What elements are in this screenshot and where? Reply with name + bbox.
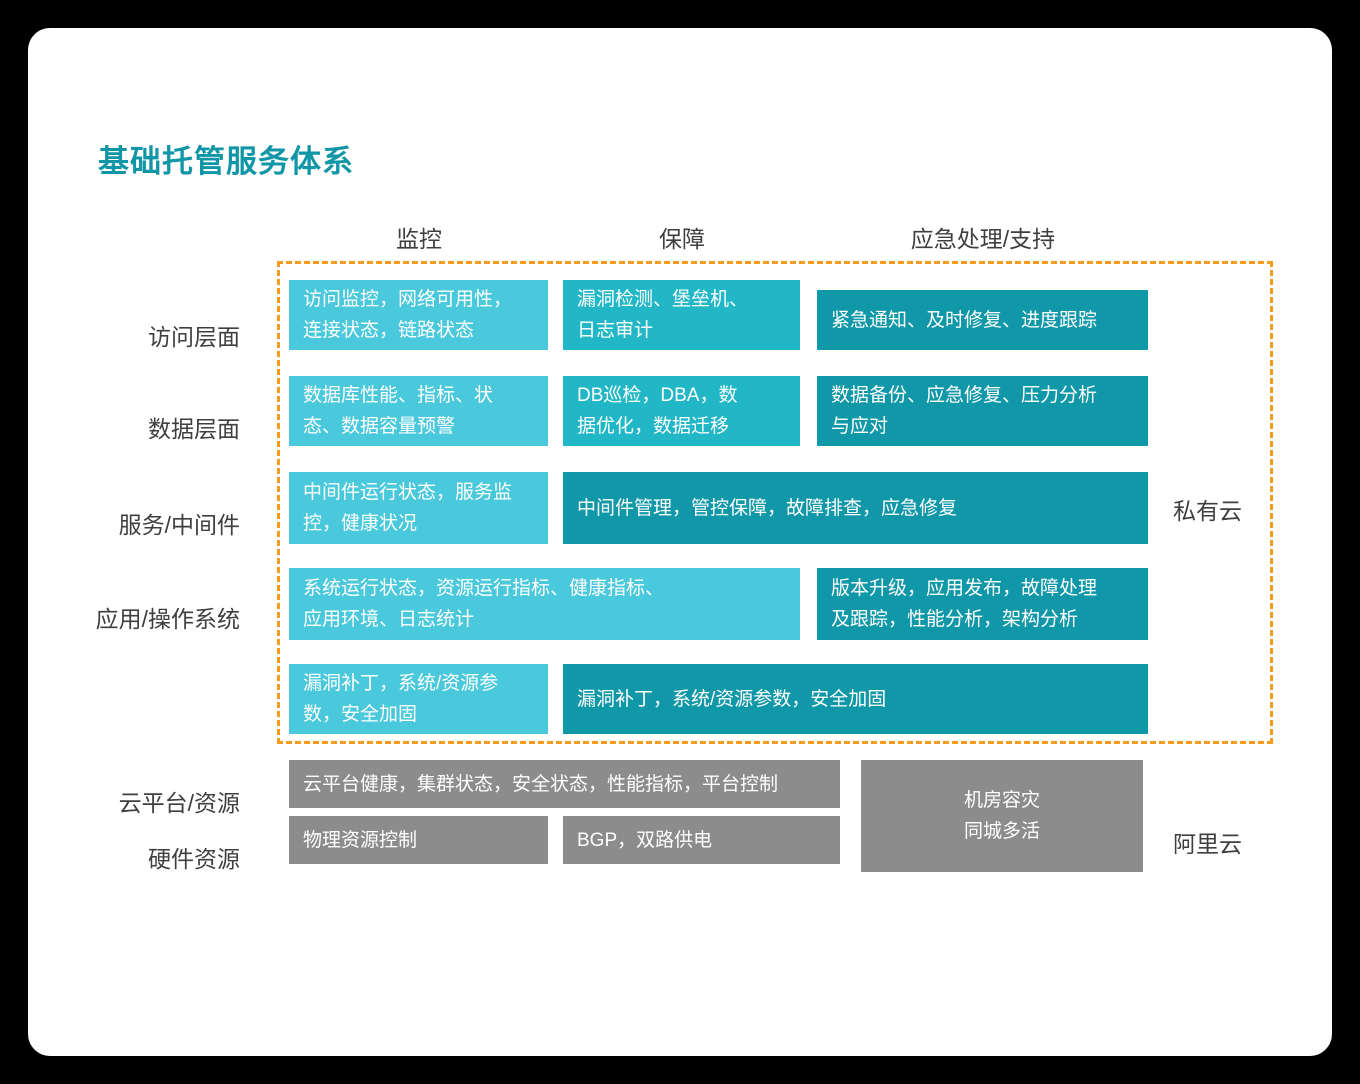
page-title: 基础托管服务体系 (98, 144, 354, 179)
cell-line: 及跟踪，性能分析，架构分析 (831, 609, 1079, 630)
cell-line: 与应对 (831, 416, 889, 437)
cell-line: 态、数据容量预警 (303, 416, 456, 437)
cell-line: 云平台健康，集群状态，安全状态，性能指标，平台控制 (303, 773, 779, 795)
row-label-hardware: 硬件资源 (148, 846, 240, 872)
cell-cloud-platform-monitoring[interactable]: 云平台健康，集群状态，安全状态，性能指标，平台控制 (289, 760, 840, 808)
cell-line: 数，安全加固 (303, 704, 418, 725)
row-label-access: 访问层面 (148, 324, 240, 350)
cell-line: 版本升级，应用发布，故障处理 (831, 578, 1098, 599)
cell-data-assurance[interactable]: DB巡检，DBA，数 据优化，数据迁移 (563, 376, 800, 446)
group-label-public-cloud: 阿里云 (1173, 831, 1242, 857)
cell-hardware-assurance[interactable]: BGP，双路供电 (563, 816, 840, 864)
cell-line: 同城多活 (963, 821, 1040, 842)
cell-line: 数据库性能、指标、状 (303, 385, 494, 406)
row-label-middleware: 服务/中间件 (118, 512, 240, 538)
cell-security-assurance-emergency[interactable]: 漏洞补丁，系统/资源参数，安全加固 (563, 664, 1148, 734)
private-cloud-region (277, 261, 1273, 744)
row-label-application: 应用/操作系统 (95, 606, 240, 632)
cell-line: 机房容灾 (963, 790, 1040, 811)
cell-data-monitoring[interactable]: 数据库性能、指标、状 态、数据容量预警 (289, 376, 548, 446)
cell-access-monitoring[interactable]: 访问监控，网络可用性， 连接状态，链路状态 (289, 280, 548, 350)
cell-line: 中间件运行状态，服务监 (303, 482, 513, 503)
row-label-data: 数据层面 (148, 416, 240, 442)
group-label-private-cloud: 私有云 (1173, 498, 1242, 524)
cell-line: 日志审计 (577, 320, 654, 341)
cell-line: DB巡检，DBA，数 (577, 385, 738, 406)
cell-application-emergency[interactable]: 版本升级，应用发布，故障处理 及跟踪，性能分析，架构分析 (817, 568, 1148, 640)
cell-line: 漏洞检测、堡垒机、 (577, 289, 749, 310)
cell-data-emergency[interactable]: 数据备份、应急修复、压力分析 与应对 (817, 376, 1148, 446)
cell-middleware-monitoring[interactable]: 中间件运行状态，服务监 控，健康状况 (289, 472, 548, 544)
cell-security-monitoring[interactable]: 漏洞补丁，系统/资源参 数，安全加固 (289, 664, 548, 734)
cell-line: 连接状态，链路状态 (303, 320, 475, 341)
cell-access-assurance[interactable]: 漏洞检测、堡垒机、 日志审计 (563, 280, 800, 350)
cell-line: 漏洞补丁，系统/资源参数，安全加固 (577, 688, 887, 710)
cell-line: BGP，双路供电 (577, 829, 713, 851)
cell-cloud-platform-emergency[interactable]: 机房容灾 同城多活 (861, 760, 1143, 872)
cell-line: 紧急通知、及时修复、进度跟踪 (831, 309, 1098, 331)
cell-line: 据优化，数据迁移 (577, 416, 730, 437)
cell-middleware-assurance-emergency[interactable]: 中间件管理，管控保障，故障排查，应急修复 (563, 472, 1148, 544)
cell-line: 数据备份、应急修复、压力分析 (831, 385, 1098, 406)
cell-line: 物理资源控制 (303, 829, 418, 851)
cell-line: 控，健康状况 (303, 513, 418, 534)
cell-line: 中间件管理，管控保障，故障排查，应急修复 (577, 497, 958, 519)
column-header-monitoring: 监控 (396, 226, 442, 252)
diagram-canvas: 基础托管服务体系 监控 保障 应急处理/支持 私有云 阿里云 访问层面 数据层面… (28, 28, 1332, 1056)
row-label-cloud-platform: 云平台/资源 (118, 790, 240, 816)
column-header-emergency: 应急处理/支持 (910, 226, 1056, 252)
column-header-assurance: 保障 (659, 226, 705, 252)
cell-hardware-monitoring[interactable]: 物理资源控制 (289, 816, 548, 864)
cell-line: 漏洞补丁，系统/资源参 (303, 673, 499, 694)
cell-line: 应用环境、日志统计 (303, 609, 475, 630)
cell-application-monitoring-assurance[interactable]: 系统运行状态，资源运行指标、健康指标、 应用环境、日志统计 (289, 568, 800, 640)
cell-access-emergency[interactable]: 紧急通知、及时修复、进度跟踪 (817, 290, 1148, 350)
cell-line: 系统运行状态，资源运行指标、健康指标、 (303, 578, 665, 599)
cell-line: 访问监控，网络可用性， (303, 289, 513, 310)
